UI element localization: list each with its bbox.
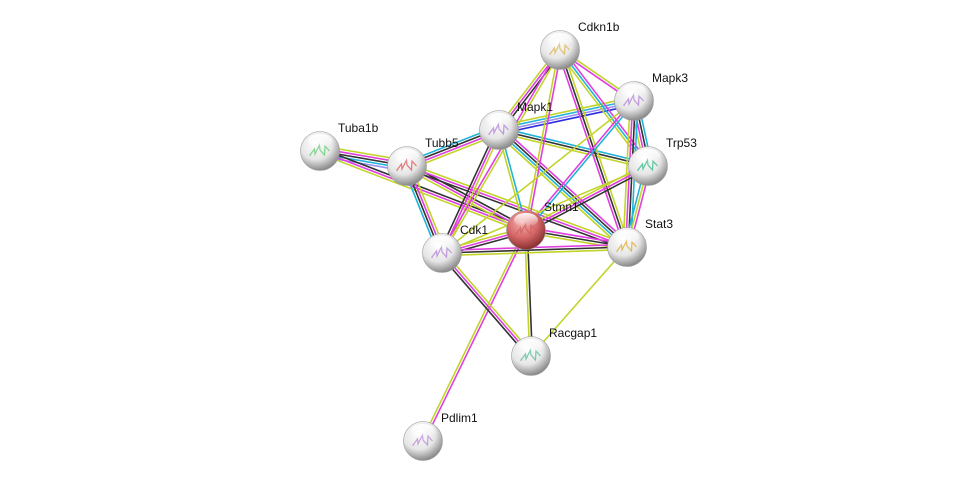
edge-line-coexpression bbox=[438, 128, 498, 253]
edge-line-textmining bbox=[441, 165, 649, 254]
edge-line-experiments bbox=[524, 99, 634, 230]
edge-stmn1-pdlim1[interactable] bbox=[421, 229, 528, 442]
node-cdkn1b[interactable]: Cdkn1b bbox=[540, 20, 620, 70]
edge-line-experiments bbox=[441, 252, 532, 357]
node-highlight bbox=[395, 149, 419, 163]
edge-line-textmining bbox=[498, 131, 648, 170]
edge-line-homology bbox=[499, 101, 635, 133]
node-highlight bbox=[622, 84, 646, 98]
edge-line-experiments bbox=[440, 48, 560, 253]
node-highlight bbox=[615, 230, 639, 244]
edge-line-coexpression bbox=[405, 167, 627, 251]
edge-line-experiments bbox=[525, 165, 649, 231]
node-trp53[interactable]: Trp53 bbox=[628, 136, 698, 186]
node-mapk1[interactable]: Mapk1 bbox=[479, 100, 554, 150]
node-highlight bbox=[636, 149, 660, 163]
node-stmn1[interactable]: Stmn1 bbox=[506, 200, 580, 250]
edge-line-coexpression bbox=[526, 167, 650, 234]
edge-line-textmining bbox=[405, 167, 526, 233]
node-label: Tubb5 bbox=[425, 136, 459, 150]
node-pdlim1[interactable]: Pdlim1 bbox=[403, 411, 479, 461]
edge-line-database bbox=[498, 98, 634, 130]
edge-line-textmining bbox=[441, 100, 635, 254]
edge-line-cooccurrence bbox=[499, 104, 635, 135]
node-cdk1[interactable]: Cdk1 bbox=[422, 223, 489, 273]
node-highlight bbox=[430, 236, 454, 250]
edge-line-textmining bbox=[530, 246, 628, 357]
edge-line-experiments bbox=[423, 230, 528, 442]
edge-line-coexpression bbox=[441, 246, 628, 254]
edge-stat3-racgap1[interactable] bbox=[530, 246, 628, 357]
node-label: Trp53 bbox=[666, 136, 697, 150]
edge-line-textmining bbox=[442, 50, 562, 255]
edge-line-textmining bbox=[523, 49, 560, 230]
node-highlight bbox=[548, 33, 572, 47]
node-label: Tuba1b bbox=[338, 121, 379, 135]
node-highlight bbox=[487, 113, 511, 127]
node-tubb5[interactable]: Tubb5 bbox=[387, 136, 459, 186]
edge-line-database bbox=[499, 126, 649, 165]
node-label: Cdk1 bbox=[460, 223, 488, 237]
edge-line-experiments bbox=[406, 165, 628, 248]
edge-line-coexpression bbox=[439, 254, 530, 359]
node-label: Mapk3 bbox=[652, 71, 688, 85]
node-highlight bbox=[411, 424, 435, 438]
edge-line-textmining bbox=[443, 130, 503, 255]
edge-line-experiments bbox=[319, 150, 527, 231]
node-label: Pdlim1 bbox=[441, 411, 478, 425]
edge-cdk1-racgap1[interactable] bbox=[439, 250, 534, 359]
node-label: Racgap1 bbox=[549, 326, 597, 340]
node-stat3[interactable]: Stat3 bbox=[607, 217, 674, 267]
node-label: Stmn1 bbox=[544, 200, 579, 214]
node-highlight bbox=[519, 339, 543, 353]
edge-mapk3-cdk1[interactable] bbox=[441, 100, 635, 254]
node-label: Stat3 bbox=[645, 217, 673, 231]
edge-line-textmining bbox=[443, 250, 534, 355]
node-highlight bbox=[514, 213, 538, 227]
edge-line-textmining bbox=[557, 51, 647, 169]
edge-trp53-cdk1[interactable] bbox=[441, 165, 649, 254]
edge-cdkn1b-cdk1[interactable] bbox=[440, 48, 562, 255]
edge-cdkn1b-stmn1[interactable] bbox=[523, 49, 563, 231]
edge-line-textmining bbox=[442, 248, 628, 257]
node-highlight bbox=[308, 134, 332, 148]
node-racgap1[interactable]: Racgap1 bbox=[511, 326, 598, 376]
edge-line-textmining bbox=[421, 229, 526, 441]
node-label: Mapk1 bbox=[517, 100, 553, 114]
node-label: Cdkn1b bbox=[578, 20, 620, 34]
edge-line-experiments bbox=[526, 50, 563, 231]
node-tuba1b[interactable]: Tuba1b bbox=[300, 121, 379, 171]
node-mapk3[interactable]: Mapk3 bbox=[614, 71, 689, 121]
